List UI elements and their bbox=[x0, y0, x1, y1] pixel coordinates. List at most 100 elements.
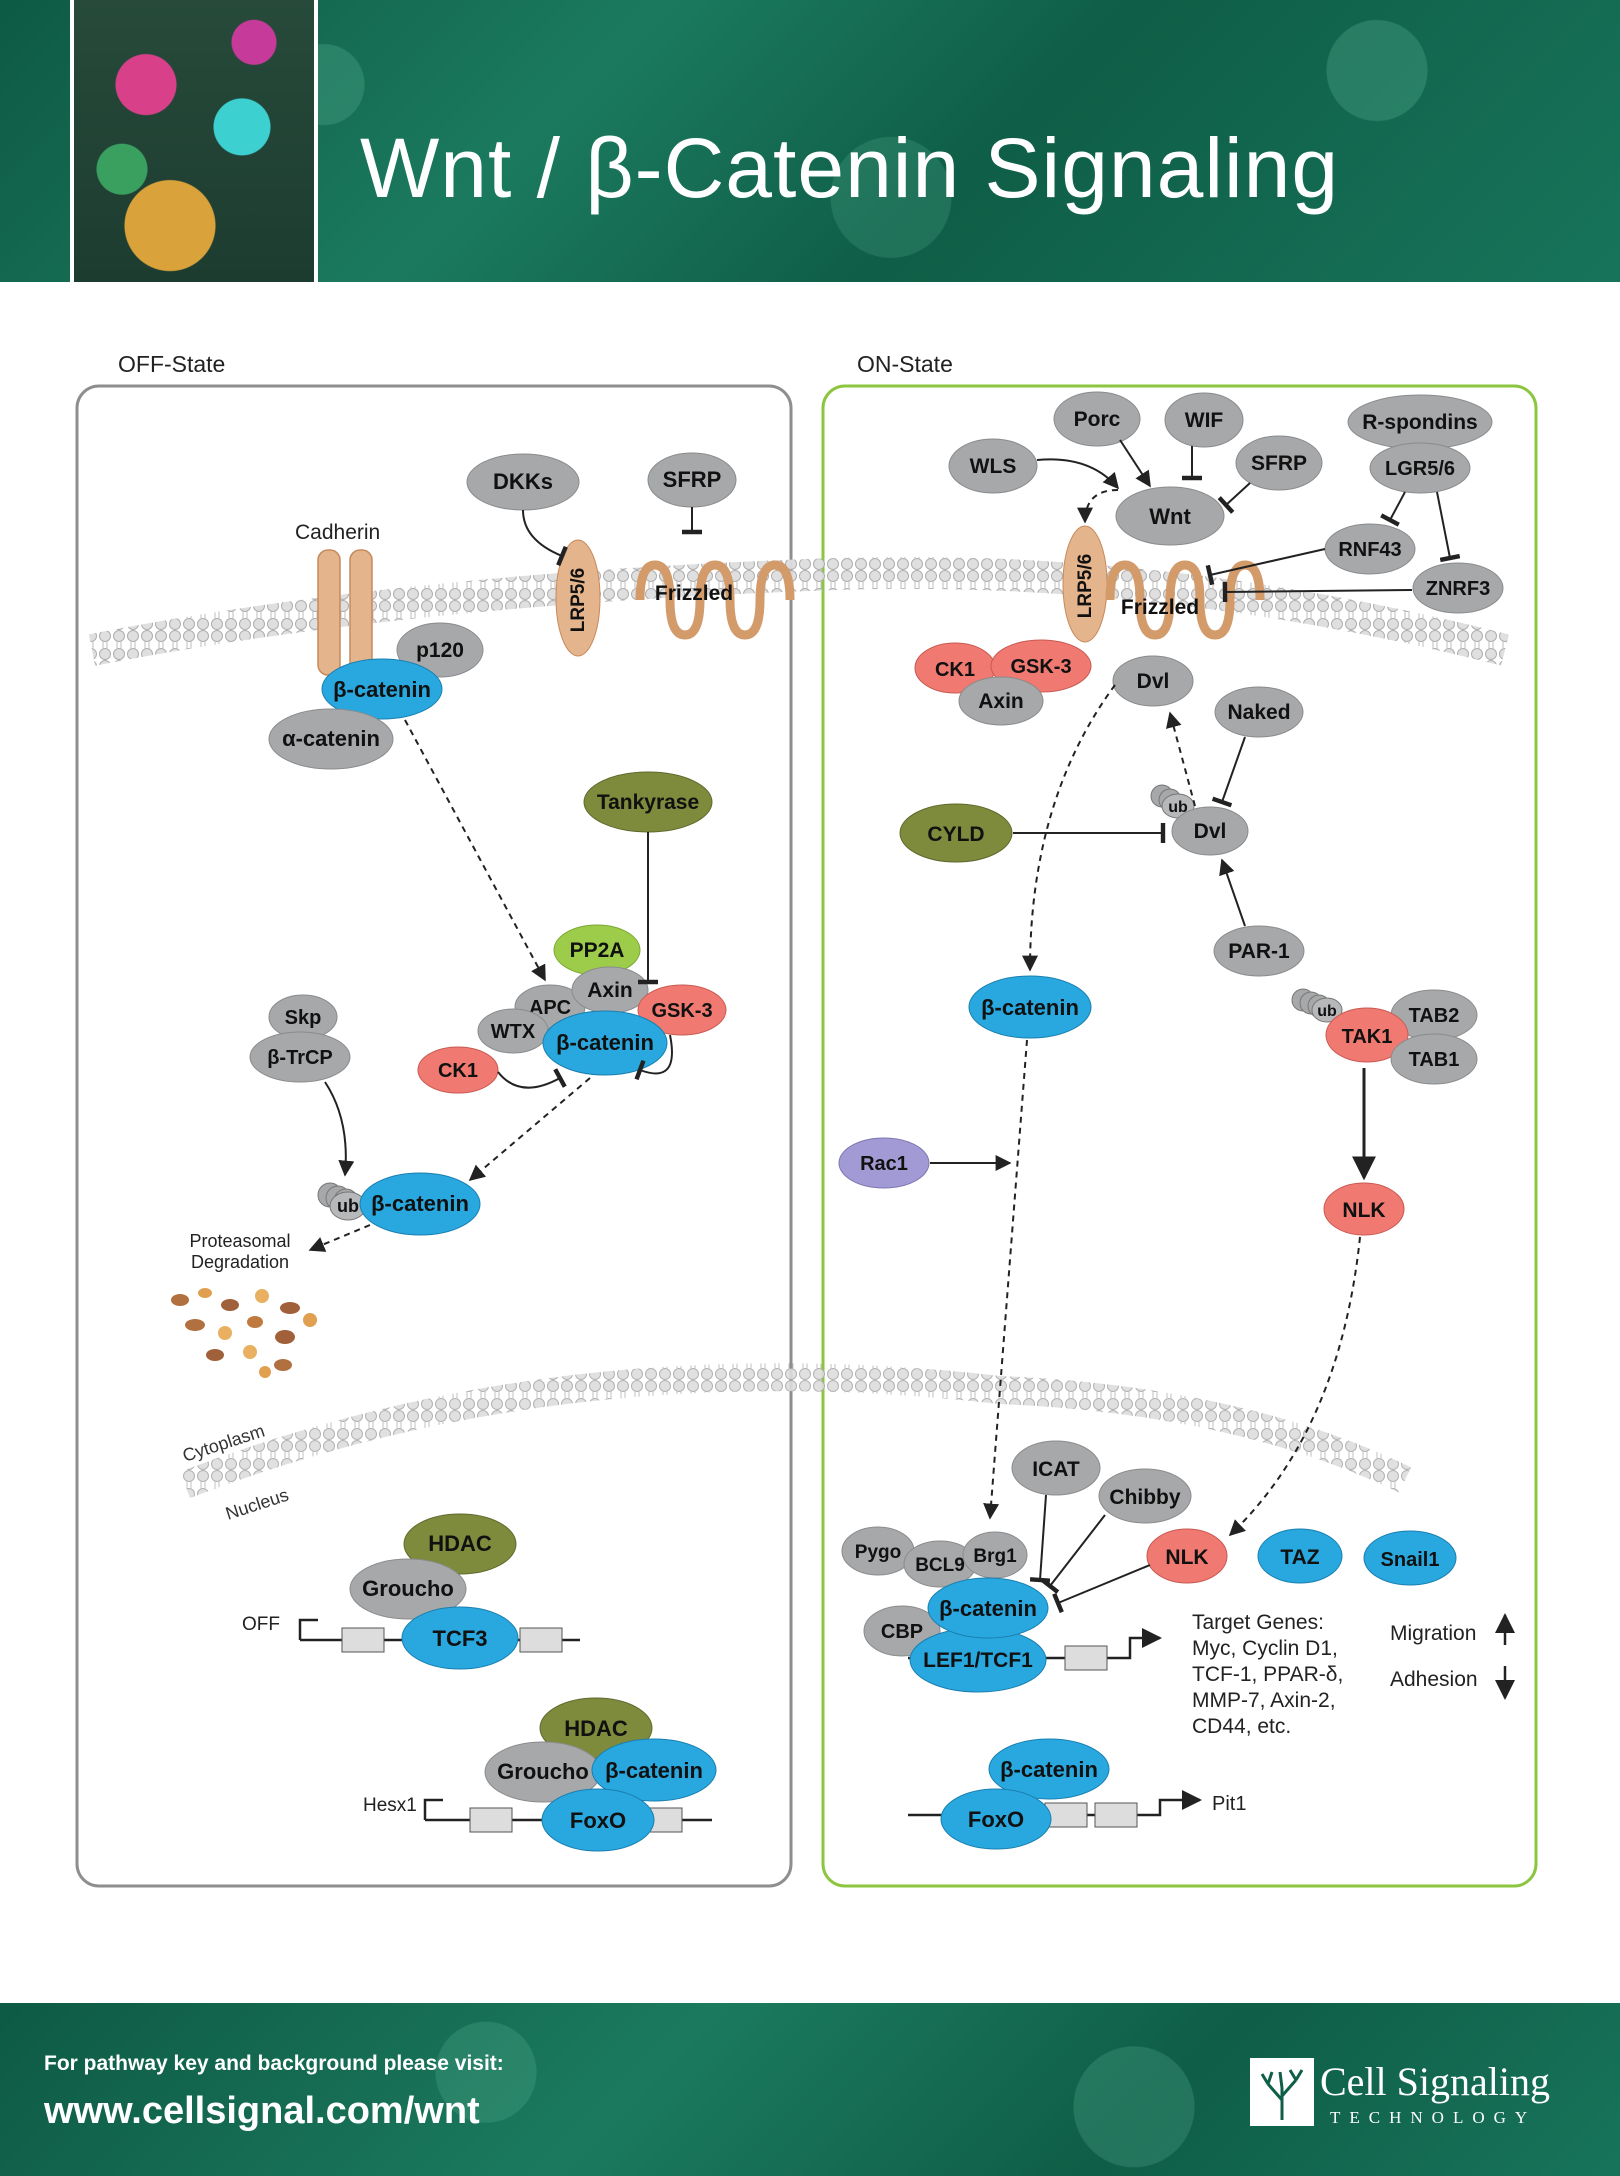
svg-text:TAB1: TAB1 bbox=[1409, 1049, 1460, 1071]
svg-text:GSK-3: GSK-3 bbox=[1010, 656, 1071, 678]
degradation-fragments bbox=[171, 1288, 317, 1378]
svg-text:NLK: NLK bbox=[1342, 1199, 1385, 1222]
tankyrase-node: Tankyrase bbox=[583, 771, 713, 833]
page-title: Wnt / β-Catenin Signaling bbox=[360, 121, 1340, 215]
svg-text:Wnt: Wnt bbox=[1149, 504, 1191, 529]
ub-to-degradation bbox=[308, 1224, 371, 1252]
svg-text:WLS: WLS bbox=[970, 455, 1017, 478]
svg-text:HDAC: HDAC bbox=[564, 1716, 628, 1741]
svg-text:PAR-1: PAR-1 bbox=[1228, 940, 1290, 963]
beta-catenin-foxo-off-node: β-catenin bbox=[591, 1738, 717, 1802]
icat-node: ICAT bbox=[1011, 1440, 1101, 1496]
skp-node: Skp bbox=[268, 994, 338, 1040]
proteasomal-label: Proteasomal bbox=[189, 1231, 290, 1251]
svg-text:LRP5/6: LRP5/6 bbox=[568, 568, 589, 632]
footer-banner bbox=[0, 2003, 1620, 2176]
svg-text:TAB2: TAB2 bbox=[1409, 1005, 1460, 1027]
svg-text:Chibby: Chibby bbox=[1109, 1486, 1180, 1509]
groucho-2-node: Groucho bbox=[484, 1741, 602, 1803]
svg-text:ub: ub bbox=[337, 1196, 359, 1216]
axin-off-node: Axin bbox=[571, 966, 649, 1014]
wls-node: WLS bbox=[948, 438, 1038, 494]
nlk-cyto-node: NLK bbox=[1323, 1182, 1405, 1236]
nuclear-membrane bbox=[179, 1363, 1412, 1499]
svg-text:TCF3: TCF3 bbox=[433, 1626, 488, 1651]
pygo-node: Pygo bbox=[841, 1526, 915, 1576]
on-state-label: ON-State bbox=[857, 351, 953, 377]
svg-text:Axin: Axin bbox=[978, 690, 1024, 713]
svg-text:β-catenin: β-catenin bbox=[556, 1030, 654, 1055]
svg-text:Dvl: Dvl bbox=[1194, 820, 1227, 843]
svg-text:Pygo: Pygo bbox=[855, 1542, 901, 1563]
svg-text:APC: APC bbox=[529, 997, 571, 1019]
wls-to-wnt bbox=[1036, 458, 1120, 490]
svg-text:FoxO: FoxO bbox=[570, 1808, 626, 1833]
svg-text:Snail1: Snail1 bbox=[1381, 1549, 1440, 1571]
svg-text:ub: ub bbox=[1168, 799, 1188, 816]
svg-text:Naked: Naked bbox=[1227, 701, 1290, 724]
foxo-off-node: FoxO bbox=[541, 1788, 655, 1852]
off-exon-2 bbox=[519, 1627, 563, 1653]
porc-node: Porc bbox=[1053, 391, 1141, 447]
svg-text:FoxO: FoxO bbox=[968, 1807, 1024, 1832]
svg-text:LEF1/TCF1: LEF1/TCF1 bbox=[923, 1649, 1033, 1672]
svg-text:SFRP: SFRP bbox=[1251, 452, 1307, 475]
hesx1-label: Hesx1 bbox=[363, 1795, 417, 1816]
svg-text:Brg1: Brg1 bbox=[973, 1546, 1017, 1567]
company-subtitle: TECHNOLOGY bbox=[1330, 2108, 1537, 2127]
svg-text:Groucho: Groucho bbox=[362, 1576, 454, 1601]
svg-text:p120: p120 bbox=[416, 639, 464, 662]
svg-text:Groucho: Groucho bbox=[497, 1759, 589, 1784]
receptor-to-bcat bbox=[1022, 684, 1116, 972]
target-exon-1 bbox=[1064, 1645, 1108, 1671]
lgr-inhibits-rnf43 bbox=[1380, 491, 1406, 527]
pit1-exon-2 bbox=[1094, 1802, 1138, 1828]
beta-catenin-free-node: β-catenin bbox=[968, 975, 1092, 1039]
svg-text:ZNRF3: ZNRF3 bbox=[1426, 578, 1490, 600]
ck1-phosphorylates bbox=[497, 1068, 567, 1089]
ubiquitin-chain-off: ub bbox=[317, 1182, 367, 1221]
lrp-on-node: LRP5/6 bbox=[1062, 525, 1108, 643]
frizzled-off-label: Frizzled bbox=[655, 582, 733, 605]
svg-text:ub: ub bbox=[1317, 1003, 1337, 1020]
dkks-node: DKKs bbox=[466, 453, 580, 511]
svg-text:PP2A: PP2A bbox=[570, 939, 625, 962]
rspondins-node: R-spondins bbox=[1347, 394, 1493, 450]
lgr-node: LGR5/6 bbox=[1369, 442, 1471, 494]
footer-url-link[interactable]: www.cellsignal.com/wnt bbox=[44, 2090, 480, 2132]
on-state-panel bbox=[821, 384, 1538, 1888]
hesx1-exon-1 bbox=[469, 1807, 513, 1833]
wnt-node: Wnt bbox=[1115, 486, 1225, 546]
off-gene-label: OFF bbox=[242, 1614, 280, 1635]
cadherin-label: Cadherin bbox=[295, 521, 380, 544]
lrp-off-node: LRP5/6 bbox=[555, 539, 601, 657]
wtx-node: WTX bbox=[477, 1008, 549, 1054]
company-name: Cell Signaling bbox=[1320, 2059, 1550, 2104]
svg-text:SFRP: SFRP bbox=[663, 467, 722, 492]
svg-text:β-TrCP: β-TrCP bbox=[267, 1047, 333, 1069]
frizzled-on-label: Frizzled bbox=[1121, 596, 1199, 619]
gsk3-off-node: GSK-3 bbox=[637, 984, 727, 1036]
sfrp-on-node: SFRP bbox=[1235, 435, 1323, 491]
lef-tcf1-node: LEF1/TCF1 bbox=[909, 1627, 1047, 1693]
svg-text:DKKs: DKKs bbox=[493, 469, 553, 494]
nlk-inhibits-bcat bbox=[1052, 1564, 1151, 1614]
par1-to-dvl bbox=[1219, 858, 1246, 927]
svg-text:CYLD: CYLD bbox=[927, 823, 984, 846]
btrcp-node: β-TrCP bbox=[249, 1031, 351, 1083]
degradation-label: Degradation bbox=[191, 1252, 289, 1272]
beta-catenin-membrane-node: β-catenin bbox=[321, 658, 443, 720]
taz-node: TAZ bbox=[1257, 1528, 1343, 1584]
alpha-catenin-node: α-catenin bbox=[268, 708, 394, 770]
hdac-1-node: HDAC bbox=[403, 1513, 517, 1575]
ubiquitin-chain-tak: ub bbox=[1291, 988, 1343, 1023]
svg-text:β-catenin: β-catenin bbox=[605, 1758, 703, 1783]
svg-text:CD44, etc.: CD44, etc. bbox=[1192, 1715, 1291, 1738]
off-state-panel bbox=[75, 384, 793, 1888]
ck1-on-node: CK1 bbox=[914, 642, 996, 694]
off-promoter bbox=[298, 1618, 318, 1640]
lgr-inhibits-znrf3 bbox=[1436, 491, 1461, 563]
cadherin-receptor-2 bbox=[349, 549, 373, 676]
wif-node: WIF bbox=[1164, 392, 1244, 448]
target-genes-list: Target Genes: Myc, Cyclin D1, TCF-1, PPA… bbox=[1192, 1611, 1343, 1738]
